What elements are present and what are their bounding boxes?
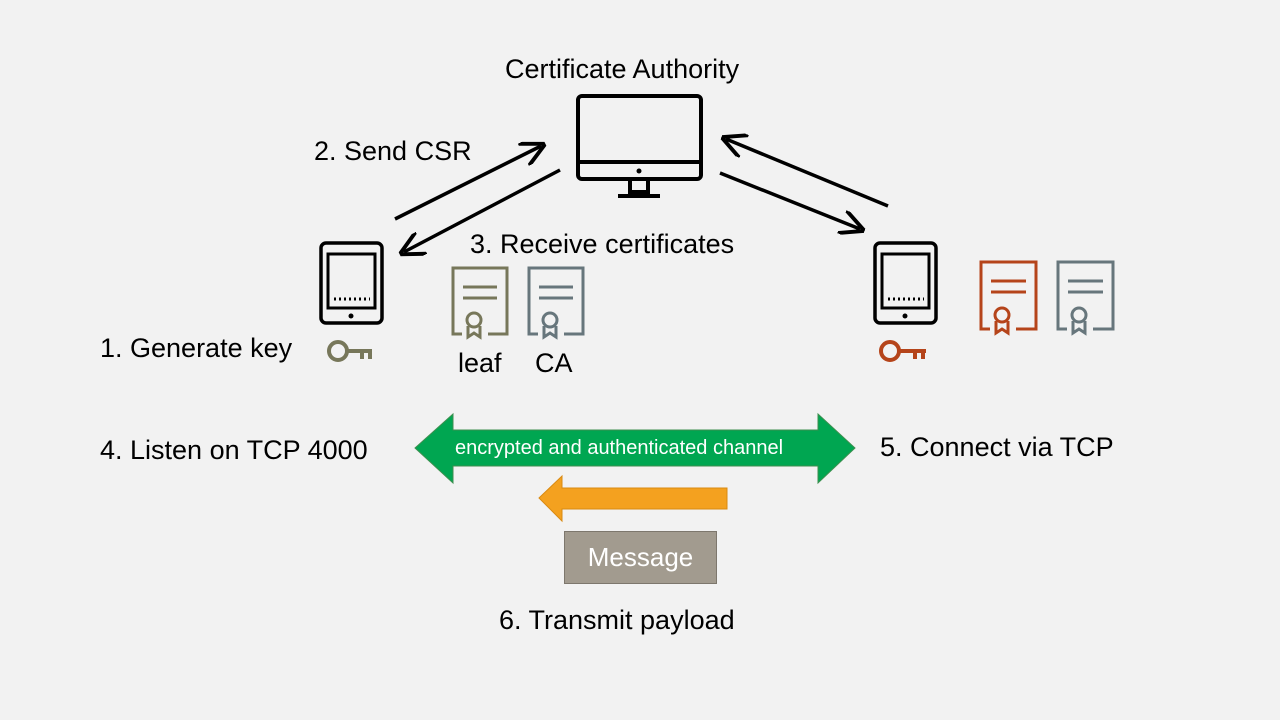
- channel-label: encrypted and authenticated channel: [455, 437, 784, 459]
- step-connect-tcp: 5. Connect via TCP: [880, 432, 1114, 462]
- monitor-icon: [576, 94, 703, 198]
- message-label: Message: [587, 542, 694, 572]
- client-to-ca-arrow: [726, 139, 889, 208]
- server-key-icon: [327, 340, 372, 362]
- client-leaf-certificate-icon: [979, 260, 1038, 336]
- step-transmit-payload: 6. Transmit payload: [499, 605, 735, 635]
- client-key-icon: [879, 340, 926, 362]
- client-ca-certificate-icon: [1056, 260, 1115, 336]
- step-receive-certificates: 3. Receive certificates: [470, 229, 735, 259]
- step-generate-key: 1. Generate key: [100, 333, 293, 363]
- step-send-csr: 2. Send CSR: [314, 136, 472, 166]
- channel-double-arrow: [414, 412, 856, 485]
- receive-certificates-arrow: [404, 168, 561, 252]
- ca-certificate-icon: [527, 266, 585, 340]
- ca-to-client-arrow: [719, 171, 860, 229]
- message-box: Message: [564, 531, 717, 584]
- ca-title: Certificate Authority: [505, 54, 740, 84]
- send-csr-arrow: [394, 146, 541, 221]
- step-listen-tcp: 4. Listen on TCP 4000: [100, 435, 368, 465]
- client-tablet-icon: [873, 241, 938, 325]
- server-tablet-icon: [319, 241, 384, 325]
- message-arrow: [538, 474, 728, 523]
- leaf-label: leaf: [458, 348, 502, 378]
- leaf-certificate-icon: [451, 266, 509, 340]
- ca-label: CA: [535, 348, 573, 378]
